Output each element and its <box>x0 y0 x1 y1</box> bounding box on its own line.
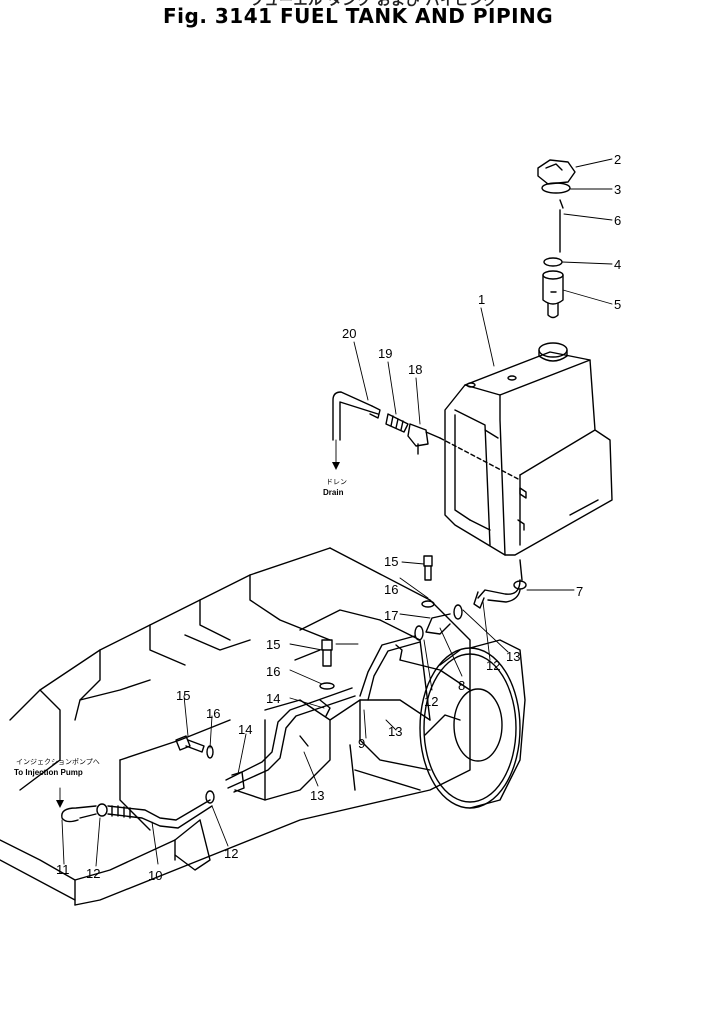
annotations: ドレン Drain インジェクションポンプへ To Injection Pump <box>14 479 347 777</box>
callout-12-bottom: 12 <box>86 866 100 881</box>
callout-12-right: 12 <box>486 658 500 673</box>
callout-17: 17 <box>384 608 398 623</box>
callout-4: 4 <box>614 257 621 272</box>
callout-15-mid: 15 <box>266 637 280 652</box>
callout-9: 9 <box>358 736 365 751</box>
callout-12-mid: 12 <box>424 694 438 709</box>
callout-7: 7 <box>576 584 583 599</box>
callout-8: 8 <box>458 678 465 693</box>
drain-note: Drain <box>323 488 344 497</box>
callout-1: 1 <box>478 292 485 307</box>
fuel-line-main <box>61 687 356 829</box>
callout-20: 20 <box>342 326 356 341</box>
mounting-bolts <box>175 555 435 759</box>
callout-18: 18 <box>408 362 422 377</box>
callout-15-top: 15 <box>384 554 398 569</box>
callout-14-mid: 14 <box>266 691 280 706</box>
callout-16-top: 16 <box>384 582 398 597</box>
callout-14-left: 14 <box>238 722 252 737</box>
callout-11: 11 <box>56 862 70 877</box>
callout-13-left: 13 <box>310 788 324 803</box>
arrow-heads <box>56 462 340 808</box>
filler-cap-assembly <box>537 159 576 319</box>
callout-16-mid: 16 <box>266 664 280 679</box>
callout-19: 19 <box>378 346 392 361</box>
flywheel-housing <box>419 639 526 809</box>
fuel-line-right <box>359 579 527 701</box>
callout-6: 6 <box>614 213 621 228</box>
figure-title-japanese: フューエル タンク および パイピング <box>250 0 499 9</box>
callout-10: 10 <box>148 868 162 883</box>
drain-assembly <box>332 391 521 481</box>
figure-title-english: Fig. 3141 FUEL TANK AND PIPING <box>163 4 554 28</box>
callout-3: 3 <box>614 182 621 197</box>
callout-16-left: 16 <box>206 706 220 721</box>
leader-lines <box>59 158 613 867</box>
engine-block-outline <box>0 547 471 906</box>
callout-2: 2 <box>614 152 621 167</box>
pump-note-japanese: インジェクションポンプへ <box>16 758 100 766</box>
callout-15-left: 15 <box>176 688 190 703</box>
callout-13-right: 13 <box>506 649 520 664</box>
callout-12-left: 12 <box>224 846 238 861</box>
callout-13-mid: 13 <box>388 724 402 739</box>
pump-note: To Injection Pump <box>14 768 83 777</box>
fuel-tank <box>444 342 613 581</box>
callout-5: 5 <box>614 297 621 312</box>
drain-note-japanese: ドレン <box>326 479 347 486</box>
callout-numbers: 2 3 6 4 5 1 7 13 12 8 12 15 16 17 15 16 … <box>56 152 621 883</box>
